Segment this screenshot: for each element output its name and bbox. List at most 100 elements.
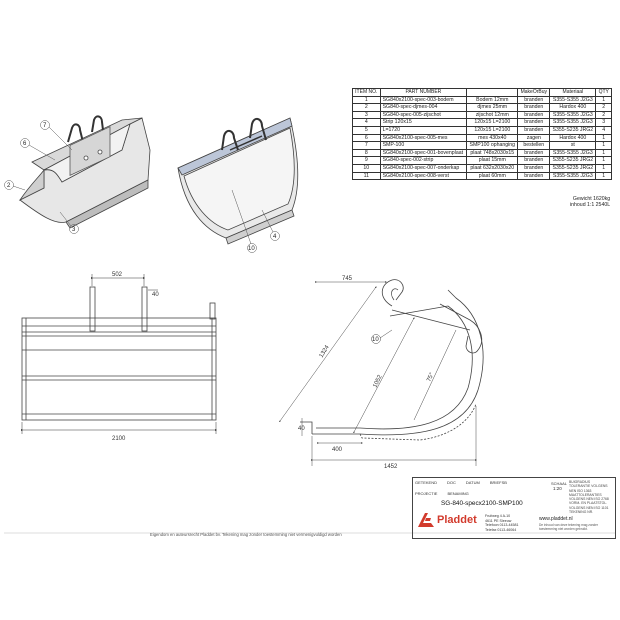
callout-2: 2 [7,183,11,189]
bom-cell: 120x15 L=2100 [466,118,519,127]
callout-10-side: 10 [372,337,379,343]
callout-10: 10 [248,246,255,252]
iso-view-2 [177,117,299,245]
bom-cell: SG840x2100-spec-008-verst [379,171,468,181]
title-block-row-2: PROJECTIE BENAMING [415,491,469,496]
iso-view-1 [18,115,151,229]
note-line: MAATTOLERANTIES [569,492,602,497]
bom-cell: 4 [595,125,612,135]
callout-3: 3 [72,227,76,233]
bom-cell: SG840x2100-spec-007-onderkap [379,163,468,173]
copyright-footer: Eigendom en auteursrecht Pladdet bv. Tek… [150,532,342,537]
bom-cell: S355-S355 J2G3 [549,95,597,105]
bom-cell: branden [517,163,551,173]
bom-cell: 11 [352,171,381,181]
company-name: Pladdet [437,514,477,526]
bom-cell: plaat 748x2030x15 [466,148,519,158]
document-number: SG-840-specx2100-SMP100 [441,500,523,507]
note-line: TOLERANTIE VOLGENS NEN ISO 1363 [569,484,608,493]
note-line: BUIGRADIUS [569,480,591,484]
bom-cell: 1 [595,133,612,143]
bom-cell: 3 [595,118,612,127]
bom-cell: S355-S235 JRG2 [549,156,597,165]
bom-cell: Hardox 400 [549,103,597,112]
bom-cell: zagen [517,133,551,143]
note-line: TEKENING NR. [569,510,594,515]
bom-cell: branden [517,95,551,105]
scale-label: SCHAAL [551,481,568,486]
weight-line: Gewicht 1620kg [572,196,611,202]
address-line: Telefax 0113-46064 [485,527,517,532]
bom-cell: plaat 60mm [466,171,519,181]
bom-col-qty: QTY [595,88,612,97]
title-block-row-1: GETEKEND DOC DATUM BRIEFSB [415,480,507,485]
address-line: Telefoon 0113-44581 [485,523,519,528]
bom-cell: Hardox 400 [549,133,597,143]
dim-side-angle: 75° [426,372,435,383]
bom-cell: 1 [352,95,381,105]
dim-side-total: 1452 [384,464,398,470]
bom-cell: branden [517,118,551,127]
bom-cell: S355-S235 JRG2 [549,163,597,173]
dim-side-tip: 400 [332,447,343,453]
bom-col-make: MakeOrBuy [517,88,551,97]
bom-cell: st [549,141,597,150]
bom-cell: bestellen [517,141,551,150]
front-view [21,286,217,421]
bom-cell: 1 [595,141,612,150]
note-line: VORM- EN PLAATSTOL. [569,501,608,506]
fine-line: toestemming niet worden gebruikt. [539,526,588,531]
iso-view-1-callouts [4,120,79,234]
callout-7: 7 [43,123,47,129]
capacity-line: inhoud 1:1 2540L [570,202,611,208]
bom-cell: branden [517,156,551,165]
bom-cell: 120x15 L=2100 [466,125,519,135]
bom-cell: 1 [595,163,612,173]
bom-cell: SG840-spec-002-strip [379,156,468,165]
bom-cell: mes 430x40 [466,133,519,143]
bom-cell: 1 [595,95,612,105]
company-logo: Pladdet [417,512,477,528]
tb-benaming: BENAMING [447,491,469,496]
bom-cell: branden [517,110,551,120]
bom-cell: 8 [352,148,381,158]
bom-cell: Bodem 12mm [466,95,519,105]
bom-cell: S355-S355 J2G3 [549,118,597,127]
bom-cell: S355-S235 JRG2 [549,125,597,135]
bom-cell: SG840-spec-djmes-004 [379,103,468,112]
dim-side-top: 745 [342,276,353,282]
bom-cell: SG840x2100-spec-003-bodem [379,95,468,105]
dim-lug-plate: 40 [152,292,159,298]
bom-col-material: Materiaal [549,88,597,97]
tb-doc: DOC [447,480,456,485]
bom-cell: 2 [595,110,612,120]
bom-cell: 9 [352,156,381,165]
weight-note: Gewicht 1620kg inhoud 1:1 2540L [570,196,610,208]
pladdet-logo-icon [418,513,434,527]
bom-cell: branden [517,171,551,181]
title-block: GETEKEND DOC DATUM BRIEFSB PROJECTIE BEN… [412,477,616,539]
front-view-dims [21,274,217,434]
dim-front-width: 2100 [112,436,126,442]
bom-cell: 7 [352,141,381,150]
company-url: www.pladdet.nl [539,516,573,522]
fine-print: De inhoud van deze tekening mag zonder t… [539,523,598,532]
iso-view-2-callouts [231,189,280,253]
address-line: 4611 PE Sleeuw [485,518,512,523]
bom-cell: 6 [352,133,381,143]
bom-col-desc [466,88,519,97]
bom-cell: zijschot 12mm [466,110,519,120]
bom-cell: SMP-100 [379,141,468,150]
callout-6: 6 [23,141,27,147]
bom-cell: SMP100 ophanging [466,141,519,150]
bom-table: ITEM NO. PART NUMBER MakeOrBuy Materiaal… [352,88,612,181]
bom-col-item: ITEM NO. [352,88,381,97]
bom-cell: plaat 15mm [466,156,519,165]
